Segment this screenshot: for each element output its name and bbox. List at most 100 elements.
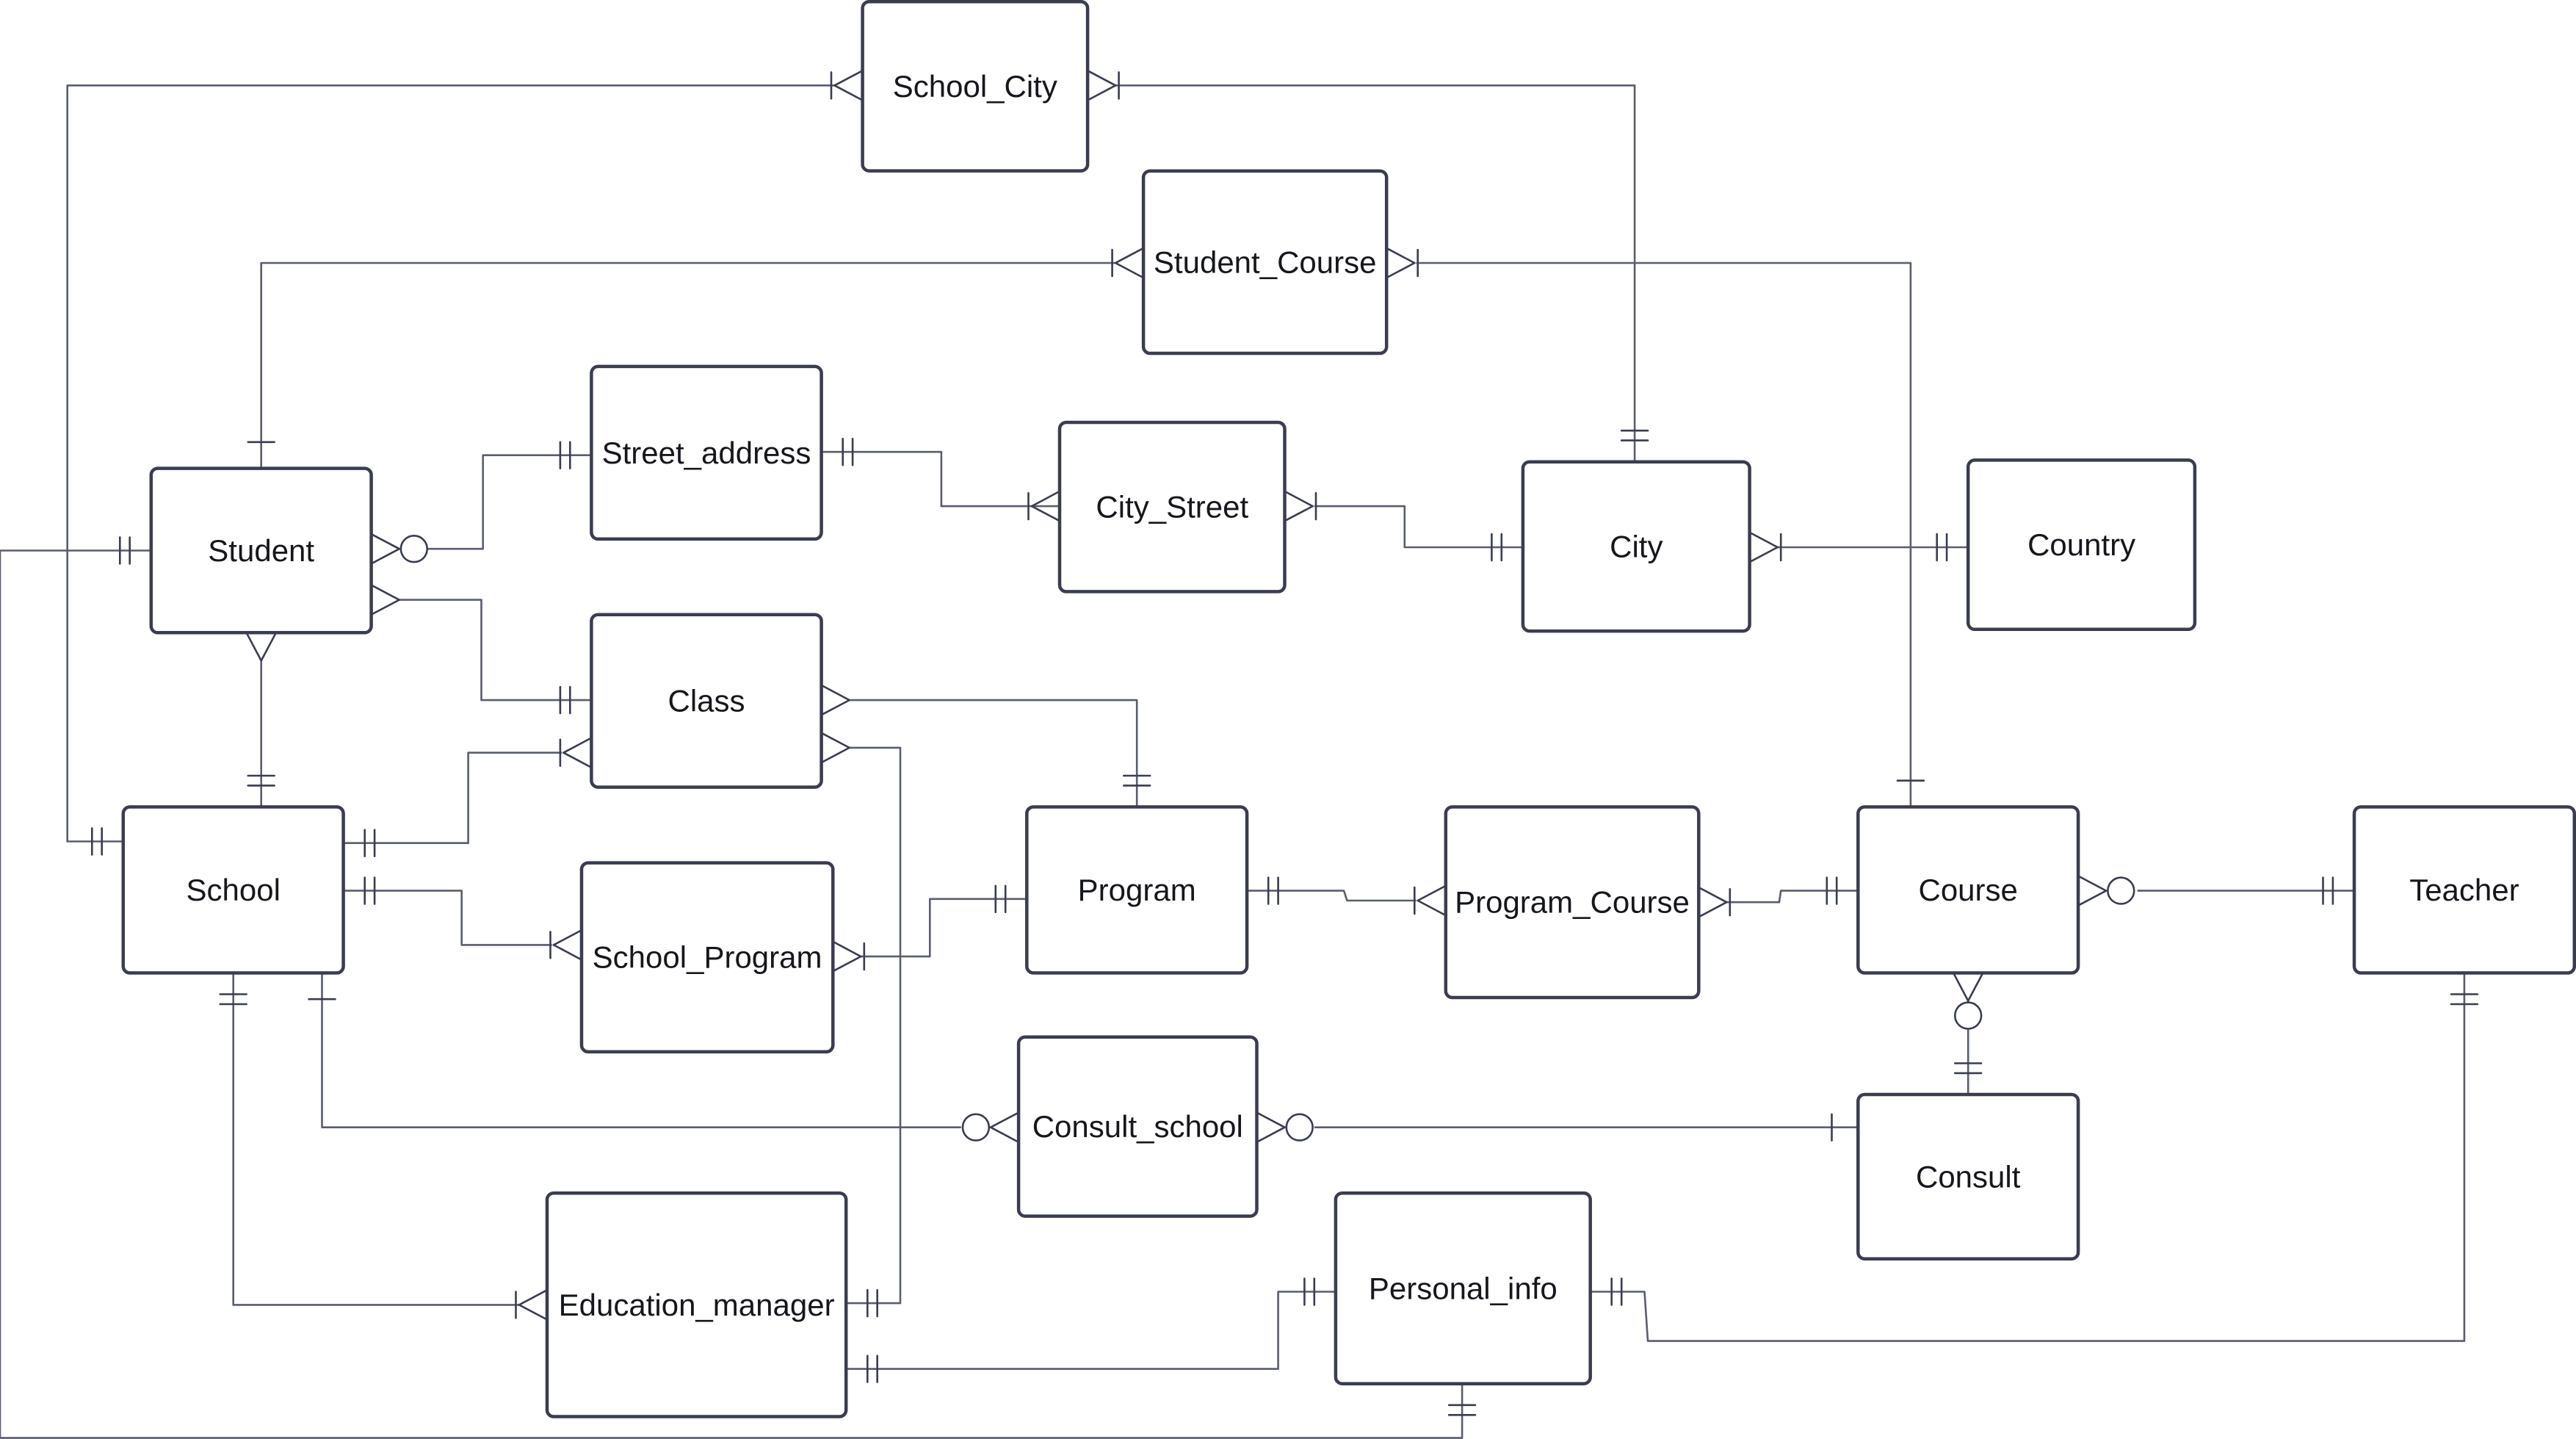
cardinality-marker-om (1748, 531, 1782, 563)
entity-personal-info[interactable]: Personal_info (1334, 1191, 1592, 1385)
entity-student[interactable]: Student (149, 466, 373, 635)
cardinality-marker-tt (1491, 533, 1503, 562)
entity-label: Student_Course (1154, 245, 1377, 279)
entity-street-address[interactable]: Street_address (590, 364, 823, 541)
relationship-line (1726, 890, 1859, 904)
cardinality-marker-zm (370, 533, 428, 565)
cardinality-marker-om (1027, 490, 1061, 522)
relationship-line (343, 890, 552, 946)
entity-label: School (186, 873, 280, 907)
entity-education-manager[interactable]: Education_manager (545, 1191, 848, 1418)
entity-box (149, 466, 373, 635)
cardinality-marker-tt (1826, 876, 1838, 905)
entity-consult-school[interactable]: Consult_school (1016, 1035, 1259, 1218)
entity-box (121, 805, 345, 975)
relationship-line (1115, 84, 1636, 462)
cardinality-marker-tt (247, 774, 275, 787)
relationship-line (849, 699, 1138, 807)
cardinality-marker-tt (363, 876, 376, 905)
cardinality-marker-om (1111, 247, 1145, 279)
entity-school[interactable]: School (121, 805, 345, 975)
entity-program[interactable]: Program (1025, 805, 1249, 975)
cardinality-marker-zm (1256, 1111, 1314, 1144)
cardinality-marker-om (1414, 884, 1447, 917)
relationship-line (846, 1291, 1336, 1370)
entity-consult[interactable]: Consult (1856, 1092, 2080, 1261)
cardinality-marker-tt (91, 827, 103, 856)
entity-box (590, 613, 823, 789)
cardinality-marker-tt (1303, 1277, 1316, 1306)
cardinality-marker-tt (119, 536, 131, 565)
entity-school-program[interactable]: School_Program (579, 861, 835, 1054)
entity-label: Personal_info (1369, 1272, 1557, 1306)
cardinality-marker-om (830, 69, 864, 101)
cardinality-marker-om (1284, 490, 1317, 522)
relationship-line (399, 454, 592, 550)
cardinality-marker-tt (1954, 1062, 1983, 1075)
cardinality-marker-tt (1447, 1404, 1477, 1416)
entity-box (1856, 805, 2080, 975)
cardinality-marker-tt (1620, 429, 1649, 441)
entity-label: Class (667, 684, 745, 718)
entity-teacher[interactable]: Teacher (2352, 805, 2576, 975)
cardinality-marker-om (1385, 247, 1419, 279)
entity-label: Student (208, 533, 314, 568)
relationship-line (232, 973, 519, 1306)
entity-student-course[interactable]: Student_Course (1141, 169, 1389, 356)
entity-box (1016, 1035, 1259, 1218)
entity-box (1025, 805, 1249, 975)
entity-label: Teacher (2409, 873, 2519, 907)
entity-label: Education_manager (559, 1288, 835, 1322)
cardinality-marker-tt (559, 441, 571, 469)
entity-course[interactable]: Course (1856, 805, 2080, 975)
entity-label: Program_Course (1455, 885, 1690, 920)
entity-label: Consult_school (1032, 1109, 1243, 1144)
cardinality-marker-zm (2077, 875, 2135, 906)
entity-city[interactable]: City (1521, 460, 1751, 633)
cardinality-marker-tt (994, 884, 1007, 913)
relationship-connectors (0, 84, 2466, 1439)
relationship-line (260, 262, 1116, 469)
entity-program-course[interactable]: Program_Course (1444, 805, 1701, 1000)
entity-box (579, 861, 835, 1054)
entity-label: Program (1078, 873, 1196, 907)
entity-label: Course (1918, 873, 2017, 907)
entity-class[interactable]: Class (590, 613, 823, 789)
entity-box (1141, 169, 1389, 356)
entity-box (1444, 805, 1701, 1000)
relationship-line (66, 84, 835, 843)
entity-box (1856, 1092, 2080, 1261)
cardinality-marker-om (559, 737, 593, 769)
cardinality-marker-tt (1610, 1277, 1623, 1306)
entity-city-street[interactable]: City_Street (1057, 420, 1287, 594)
entity-box (590, 364, 823, 541)
entity-label: City (1610, 529, 1663, 563)
entity-school-city[interactable]: School_City (861, 0, 1090, 173)
relationship-line (399, 599, 592, 702)
relationship-line (0, 549, 1464, 1439)
entity-label: School_Program (593, 940, 822, 975)
cardinality-marker-tt (1267, 876, 1279, 905)
relationship-line (1416, 262, 1912, 807)
cardinality-marker-m (820, 684, 850, 716)
cardinality-marker-om (1698, 886, 1732, 918)
entity-box (1057, 420, 1287, 594)
entity-country[interactable]: Country (1966, 458, 2197, 632)
entity-box (861, 0, 1090, 173)
relationship-line (861, 898, 1027, 958)
cardinality-marker-tt (2322, 876, 2334, 905)
entity-label: City_Street (1096, 490, 1248, 524)
relationship-line (821, 450, 1060, 508)
cardinality-marker-om (515, 1288, 549, 1321)
cardinality-markers (91, 69, 2479, 1416)
cardinality-marker-tt (2450, 993, 2479, 1006)
entity-box (2352, 805, 2576, 975)
cardinality-marker-tt (842, 437, 854, 466)
entity-layer: School_CityStudent_CourseStreet_addressC… (121, 0, 2576, 1418)
cardinality-marker-tt (219, 993, 247, 1006)
entity-box (545, 1191, 848, 1418)
entity-label: Consult (1916, 1159, 2021, 1194)
cardinality-marker-m (820, 732, 850, 764)
relationship-line (1314, 505, 1523, 549)
